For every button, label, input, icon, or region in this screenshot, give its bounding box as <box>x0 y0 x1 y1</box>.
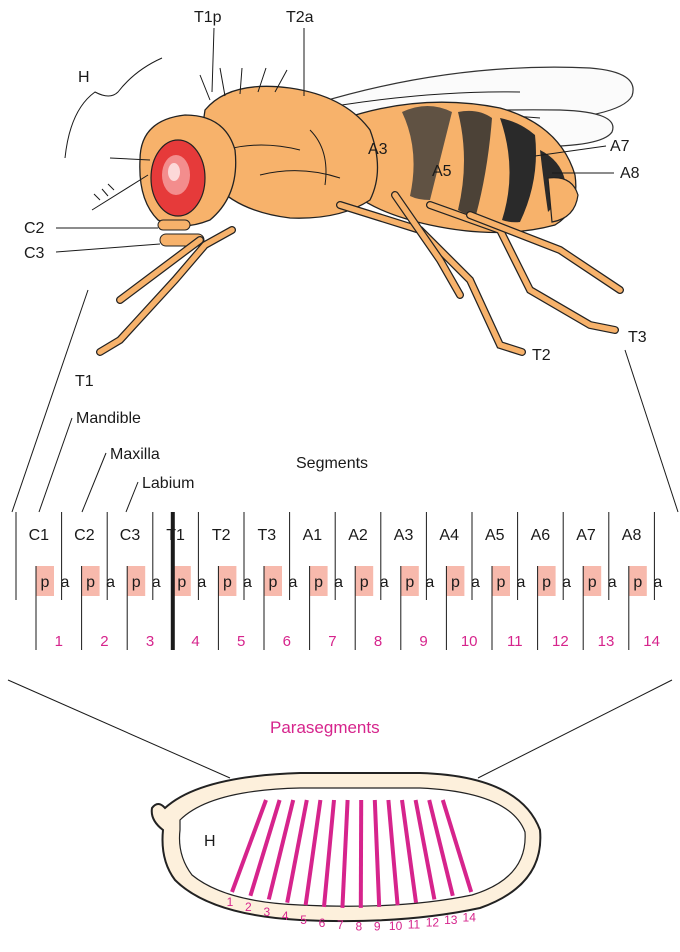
mouthpart-labels: Mandible Maxilla Labium <box>39 410 194 512</box>
stripe-number: 12 <box>426 916 440 930</box>
label-labium: Labium <box>142 475 194 492</box>
stripe-number: 8 <box>355 919 362 933</box>
label-maxilla: Maxilla <box>110 446 160 463</box>
label-t2: T2 <box>532 347 551 364</box>
a-label: a <box>562 574 571 591</box>
a-label: a <box>106 574 115 591</box>
label-a5: A5 <box>432 163 452 180</box>
segment-label-a6: A6 <box>531 527 551 544</box>
stripe-number: 3 <box>263 905 270 919</box>
stripe-number: 14 <box>463 911 477 925</box>
segment-label-t2: T2 <box>212 527 231 544</box>
label-h: H <box>78 69 90 86</box>
parasegment-number: 8 <box>374 633 382 650</box>
parasegment-number: 6 <box>283 633 291 650</box>
parasegment-number: 14 <box>643 633 660 650</box>
segment-label-a8: A8 <box>622 527 642 544</box>
label-t2a: T2a <box>286 9 314 26</box>
a-label: a <box>425 574 434 591</box>
parasegment-number: 4 <box>191 633 199 650</box>
segment-label-a5: A5 <box>485 527 505 544</box>
segment-label-a4: A4 <box>439 527 459 544</box>
stripe-number: 10 <box>389 919 403 933</box>
parasegment-number: 12 <box>552 633 569 650</box>
stripe-number: 7 <box>337 918 344 932</box>
p-label: p <box>497 574 506 591</box>
p-label: p <box>132 574 141 591</box>
p-label: p <box>223 574 232 591</box>
embryo: H 1234567891011121314 <box>152 773 541 934</box>
parasegment-number: 11 <box>507 633 523 650</box>
parasegment-number: 10 <box>461 633 478 650</box>
label-a7: A7 <box>610 138 630 155</box>
a-label: a <box>334 574 343 591</box>
p-label: p <box>41 574 50 591</box>
a-label: a <box>61 574 70 591</box>
label-a3: A3 <box>368 141 388 158</box>
parasegment-number: 3 <box>146 633 154 650</box>
p-label: p <box>269 574 278 591</box>
label-mandible: Mandible <box>76 410 141 427</box>
p-label: p <box>314 574 323 591</box>
p-label: p <box>360 574 369 591</box>
parasegment-number: 13 <box>598 633 615 650</box>
parasegment-number: 1 <box>55 633 63 650</box>
mouthpart-c2 <box>158 220 190 230</box>
a-label: a <box>243 574 252 591</box>
parasegments-title: Parasegments <box>270 718 380 737</box>
label-t1p: T1p <box>194 9 222 26</box>
a-label: a <box>152 574 161 591</box>
p-label: p <box>633 574 642 591</box>
stripe-number: 2 <box>245 900 252 914</box>
segment-band: C1pa1C2pa2C3pa3T1pa4T2pa5T3pa6A1pa7A2pa8… <box>16 512 662 650</box>
a-label: a <box>517 574 526 591</box>
a-label: a <box>471 574 480 591</box>
segment-label-t1: T1 <box>166 527 185 544</box>
fly-illustration <box>65 58 633 352</box>
parasegment-number: 5 <box>237 633 245 650</box>
segment-label-a1: A1 <box>303 527 323 544</box>
embryo-head-label: H <box>204 833 216 850</box>
p-label: p <box>451 574 460 591</box>
label-c3: C3 <box>24 245 45 262</box>
segment-label-c2: C2 <box>74 527 95 544</box>
stripe-number: 6 <box>319 916 326 930</box>
segment-label-a7: A7 <box>576 527 596 544</box>
parasegment-number: 7 <box>328 633 336 650</box>
label-t3: T3 <box>628 329 647 346</box>
p-label: p <box>542 574 551 591</box>
a-label: a <box>608 574 617 591</box>
a-label: a <box>289 574 298 591</box>
p-label: p <box>405 574 414 591</box>
stripe-number: 4 <box>282 909 289 923</box>
stripe-number: 9 <box>374 920 381 934</box>
p-label: p <box>588 574 597 591</box>
segment-label-a3: A3 <box>394 527 414 544</box>
segment-label-t3: T3 <box>257 527 276 544</box>
a-label: a <box>197 574 206 591</box>
a-label: a <box>380 574 389 591</box>
segment-label-c3: C3 <box>120 527 141 544</box>
stripe-number: 1 <box>227 895 234 909</box>
parasegment-number: 2 <box>100 633 108 650</box>
segment-label-a2: A2 <box>348 527 368 544</box>
segment-label-c1: C1 <box>29 527 50 544</box>
label-a8: A8 <box>620 165 640 182</box>
segments-title: Segments <box>296 455 368 472</box>
stripe-number: 5 <box>300 913 307 927</box>
p-label: p <box>177 574 186 591</box>
stripe-number: 11 <box>408 918 421 932</box>
label-c2: C2 <box>24 220 45 237</box>
label-t1: T1 <box>75 373 94 390</box>
stripe-number: 13 <box>444 913 458 927</box>
a-label: a <box>653 574 662 591</box>
p-label: p <box>86 574 95 591</box>
parasegment-number: 9 <box>419 633 427 650</box>
